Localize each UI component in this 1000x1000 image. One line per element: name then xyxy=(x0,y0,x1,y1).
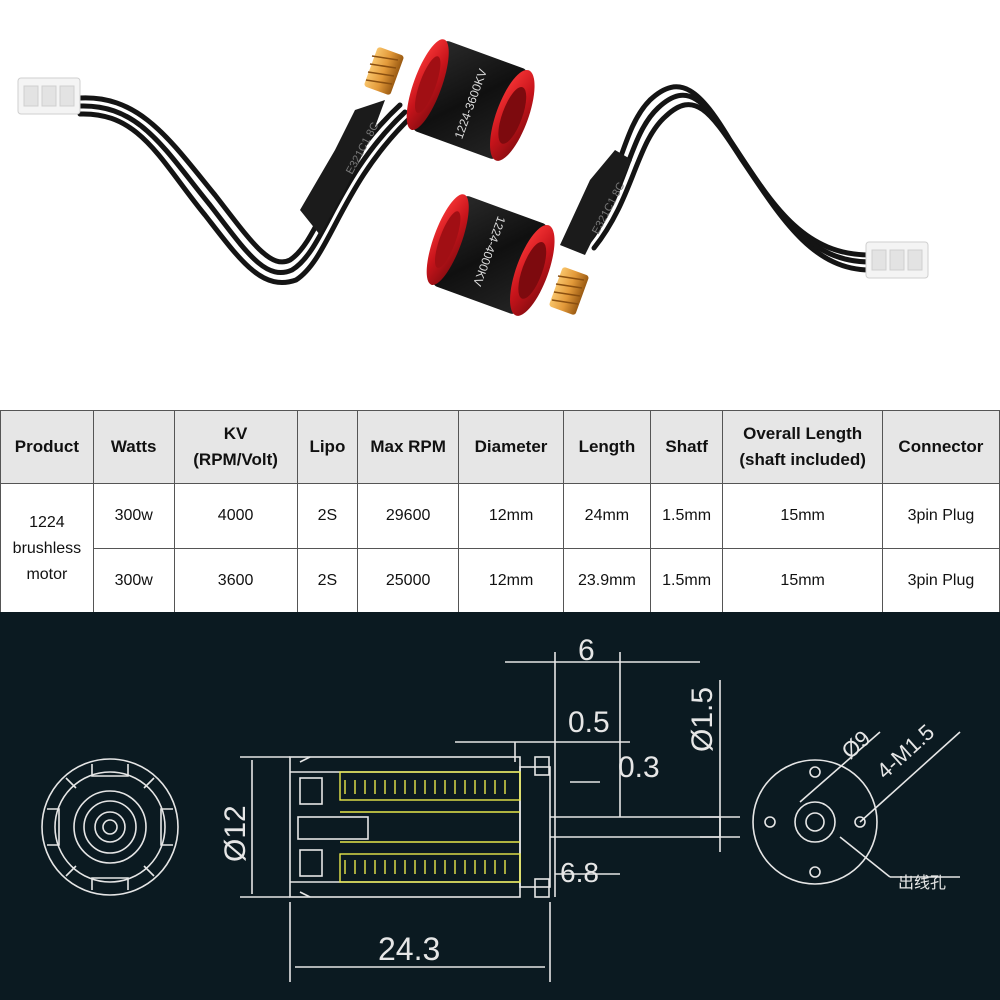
cell-kv: 3600 xyxy=(173,548,298,614)
header-lipo: Lipo xyxy=(296,410,359,484)
table-row: 1224 brushless motor 300w 4000 2S 29600 … xyxy=(0,483,1000,614)
header-product: Product xyxy=(0,410,94,484)
dim-0-5: 0.5 xyxy=(568,706,610,739)
cell-shaft: 1.5mm xyxy=(649,548,724,614)
cell-overall-length: 15mm xyxy=(722,483,883,549)
right-connector xyxy=(865,241,929,279)
left-motor: 1224-3600KV xyxy=(406,39,535,161)
left-connector xyxy=(17,77,81,115)
right-heat-shrink xyxy=(560,150,632,255)
product-line2: brushless xyxy=(12,539,82,557)
header-diameter: Diameter xyxy=(458,410,565,484)
header-kv-line1: KV xyxy=(223,424,248,443)
cell-overall-length: 15mm xyxy=(722,548,883,614)
cell-length: 24mm xyxy=(563,483,651,549)
header-kv: KV (RPM/Volt) xyxy=(173,410,298,484)
cell-lipo: 2S xyxy=(296,483,359,549)
header-connector: Connector xyxy=(881,410,1000,484)
cell-shaft: 1.5mm xyxy=(649,483,724,549)
left-motor-pinion xyxy=(364,47,404,95)
cell-diameter: 12mm xyxy=(458,483,565,549)
end-view-right xyxy=(752,731,961,885)
header-overall-line2: (shaft included) xyxy=(739,450,866,469)
header-watts: Watts xyxy=(92,410,175,484)
right-motor: 1224-4000KV xyxy=(426,194,555,316)
right-motor-pinion xyxy=(549,267,589,315)
cell-watts: 300w xyxy=(92,483,175,549)
header-overall-line1: Overall Length xyxy=(743,424,863,443)
product-line3: motor xyxy=(26,565,68,583)
cell-connector: 3pin Plug xyxy=(881,483,1000,549)
spec-table: Product Watts KV(RPM/Volt) Lipo Max RPM … xyxy=(0,410,1000,614)
cell-length: 23.9mm xyxy=(563,548,651,614)
table-header-row: Product Watts KV(RPM/Volt) Lipo Max RPM … xyxy=(0,410,1000,484)
header-kv-line2: (RPM/Volt) xyxy=(193,450,278,469)
dim-outlet-hole: 出线孔 xyxy=(898,874,946,892)
cell-watts: 300w xyxy=(92,548,175,614)
cell-max-rpm: 25000 xyxy=(357,548,460,614)
cell-diameter: 12mm xyxy=(458,548,565,614)
left-heat-shrink xyxy=(300,100,385,235)
dim-phi-1-5: Ø1.5 xyxy=(686,687,719,752)
header-length: Length xyxy=(563,410,651,484)
cell-lipo: 2S xyxy=(296,548,359,614)
header-shaft: Shatf xyxy=(649,410,724,484)
product-photo: E321C1 8C 1224-3600KV E321C1 8C xyxy=(0,0,1000,410)
cell-kv: 4000 xyxy=(173,483,298,549)
end-view-left xyxy=(41,758,179,896)
dim-24-3: 24.3 xyxy=(378,931,440,967)
header-max-rpm: Max RPM xyxy=(357,410,460,484)
dim-6-8: 6.8 xyxy=(560,857,599,888)
winding-detail xyxy=(339,771,521,883)
cell-max-rpm: 29600 xyxy=(357,483,460,549)
product-cell: 1224 brushless motor xyxy=(0,483,94,614)
dim-6: 6 xyxy=(578,634,595,667)
product-line1: 1224 xyxy=(29,513,65,531)
header-overall-length: Overall Length (shaft included) xyxy=(722,410,883,484)
table-row: 300w 3600 2S 25000 12mm 23.9mm 1.5mm 15m… xyxy=(1,548,1000,614)
cell-connector: 3pin Plug xyxy=(881,548,1000,614)
dim-phi-12: Ø12 xyxy=(219,805,252,862)
technical-drawing: 6 0.5 0.3 Ø1.5 Ø12 6.8 24.3 Ø9 4-M1.5 出线… xyxy=(0,612,1000,1000)
dim-0-3: 0.3 xyxy=(618,751,660,784)
